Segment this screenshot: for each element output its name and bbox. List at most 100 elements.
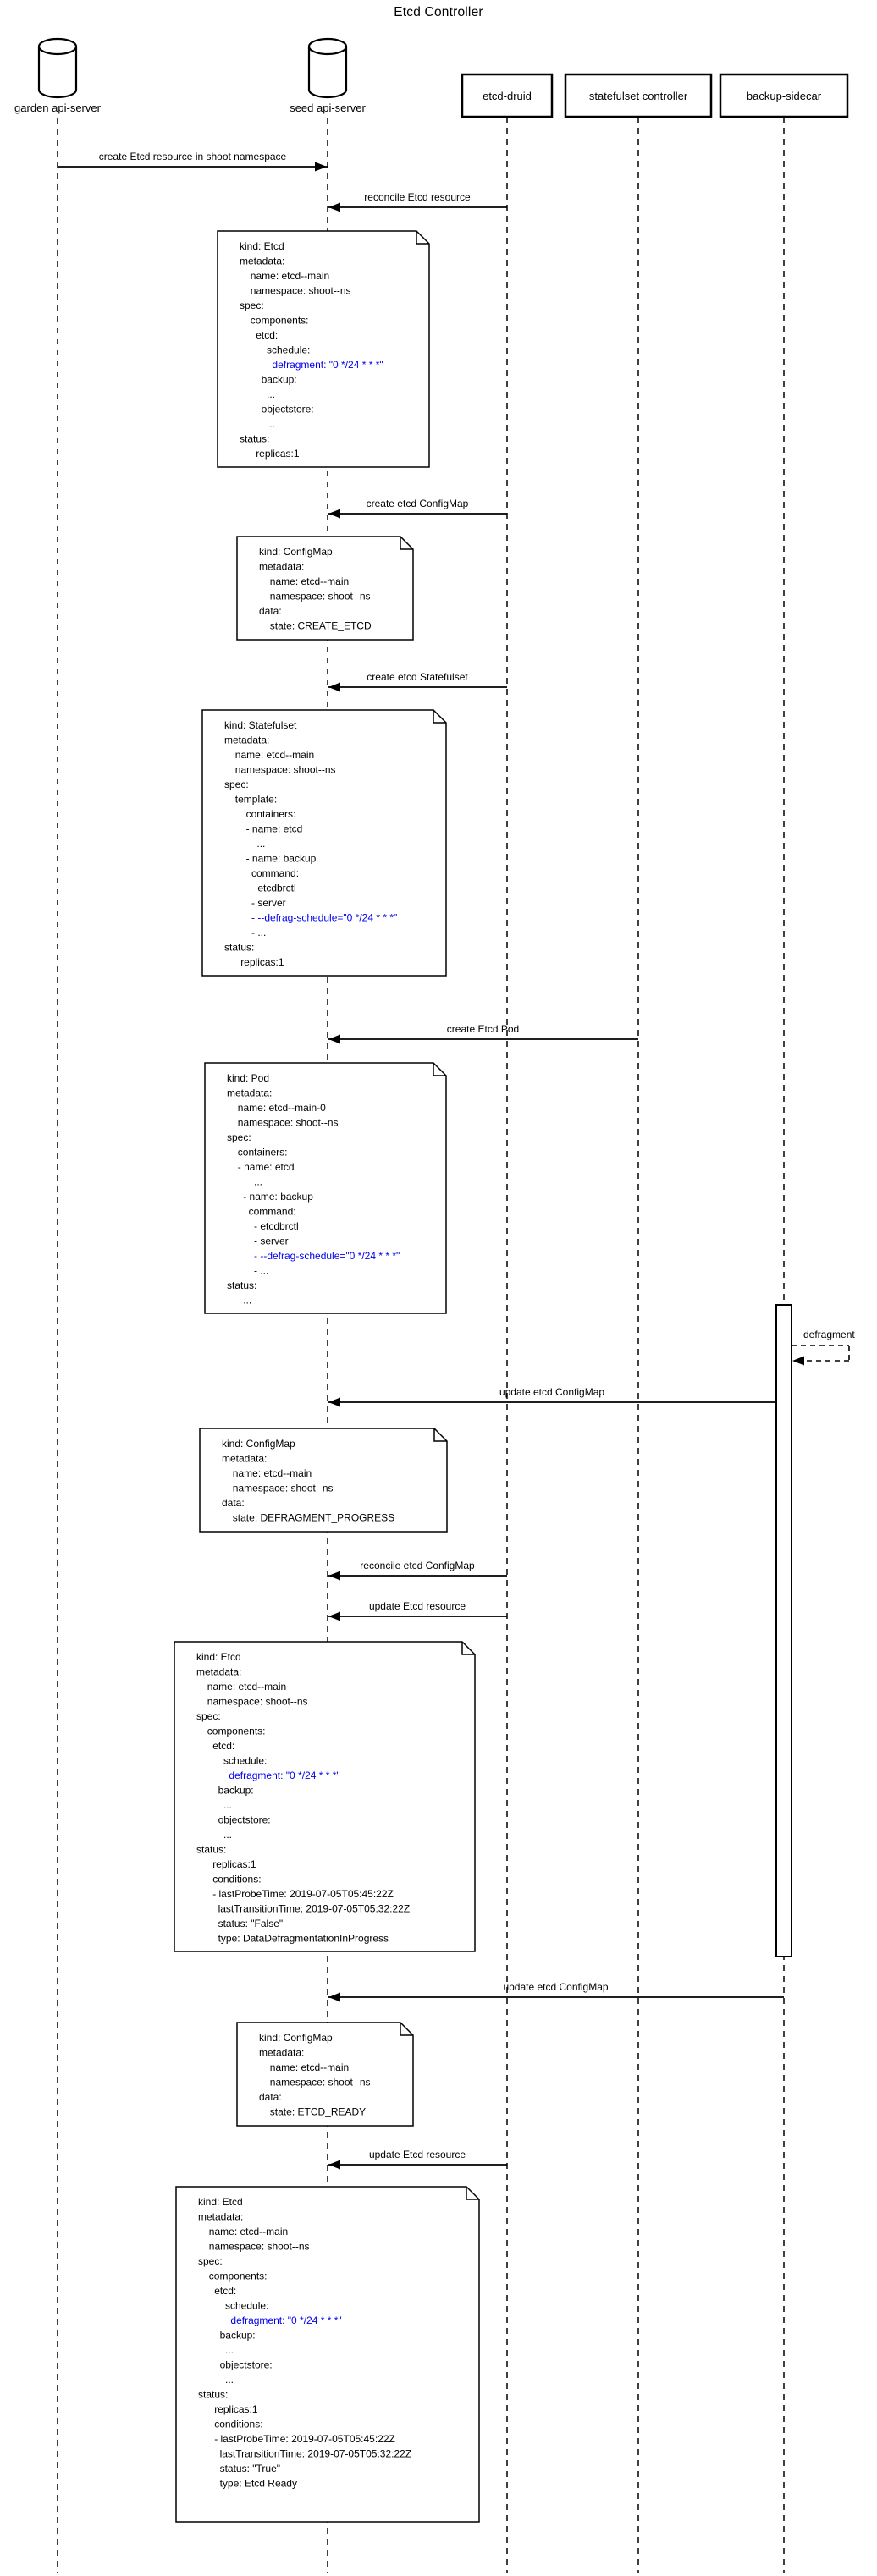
note-text-line: lastTransitionTime: 2019-07-05T05:32:22Z: [218, 1903, 411, 1915]
note-text-line: - name: etcd: [238, 1161, 295, 1173]
arrowhead-icon: [328, 1611, 340, 1621]
note-text-line: namespace: shoot--ns: [270, 2077, 371, 2089]
note-text-line: - server: [251, 897, 286, 909]
note-text-line: kind: Etcd: [240, 240, 284, 252]
message-label: reconcile Etcd resource: [364, 191, 471, 203]
note-text-line: - server: [254, 1236, 289, 1247]
note-text-line: status: "False": [218, 1918, 284, 1929]
note-text-line: containers:: [238, 1147, 288, 1159]
message-reconcile-etcd-configmap: reconcile etcd ConfigMap: [328, 1560, 507, 1581]
note-text-line: metadata:: [222, 1453, 267, 1465]
message-create-etcd-resource: create Etcd resource in shoot namespace: [58, 151, 328, 172]
participant-box: [719, 73, 849, 118]
note-text-line: state: ETCD_READY: [270, 2106, 366, 2118]
arrowhead-icon: [328, 1992, 340, 2002]
note-text-line: kind: Etcd: [198, 2196, 243, 2208]
note-text-line: backup:: [218, 1785, 254, 1797]
message-update-etcd-configmap-2: update etcd ConfigMap: [328, 1981, 784, 2002]
note-text-line: kind: ConfigMap: [259, 2032, 333, 2044]
note-text-line: kind: ConfigMap: [222, 1438, 295, 1450]
note-fold-icon: [400, 537, 413, 550]
note-text-line: metadata:: [196, 1666, 241, 1678]
note-text-line: components:: [251, 315, 309, 327]
note-shape: [199, 1428, 448, 1533]
note-text-line: - name: etcd: [246, 823, 303, 835]
note-text-line: metadata:: [259, 2047, 304, 2059]
note-text-line: namespace: shoot--ns: [270, 591, 371, 603]
note-text-line: status:: [196, 1844, 226, 1856]
note-text-line: etcd:: [212, 1740, 234, 1752]
note-shape: [236, 536, 414, 641]
lifeline-head-seed-api-server: seed api-server: [290, 37, 366, 114]
note-text-line: spec:: [196, 1710, 221, 1722]
note-text-line: namespace: shoot--ns: [207, 1696, 308, 1708]
note-text-line: name: etcd--main-0: [238, 1102, 326, 1114]
lifeline-label: seed api-server: [290, 102, 366, 114]
note-text-line: kind: Etcd: [196, 1651, 241, 1663]
message-label: update etcd ConfigMap: [503, 1981, 608, 1993]
note-text-line: ...: [254, 1176, 262, 1188]
note-text-line: - lastProbeTime: 2019-07-05T05:45:22Z: [212, 1888, 394, 1900]
note-text-line: kind: Pod: [227, 1072, 269, 1084]
message-update-etcd-configmap-1: update etcd ConfigMap: [328, 1386, 776, 1407]
note-shape: [217, 230, 430, 468]
message-create-etcd-configmap: create etcd ConfigMap: [328, 498, 507, 519]
arrowhead-icon: [315, 162, 327, 172]
note-text-line: command:: [251, 867, 299, 879]
lifeline-label: garden api-server: [14, 102, 102, 114]
note-text-line: name: etcd--main: [270, 2061, 349, 2073]
note-text-line: conditions:: [214, 2419, 262, 2430]
note-text-line: ...: [223, 1799, 232, 1811]
note-fold-icon: [400, 2023, 413, 2036]
note-text-line: command:: [249, 1206, 296, 1218]
note-text-line: namespace: shoot--ns: [209, 2241, 310, 2253]
diagram-title: Etcd Controller: [394, 5, 483, 19]
note-text-line: backup:: [220, 2330, 256, 2342]
note-text-line: ...: [267, 388, 275, 400]
activation-bar: [775, 1304, 792, 1957]
message-label: update etcd ConfigMap: [499, 1386, 604, 1398]
note-text-line: replicas:1: [212, 1858, 256, 1870]
message-create-etcd-pod: create Etcd Pod: [328, 1023, 638, 1044]
note-text-line: - etcdbrctl: [254, 1220, 299, 1232]
note-text-line: - ...: [254, 1265, 268, 1277]
note-configmap-etcd-ready: kind: ConfigMap metadata: name: etcd--main…: [236, 2022, 414, 2127]
note-text-line: status:: [224, 942, 254, 954]
note-text-line: spec:: [240, 300, 264, 311]
note-text-line: - --defrag-schedule="0 */24 * * *": [254, 1250, 400, 1262]
note-shape: [204, 1062, 447, 1314]
note-text-line: namespace: shoot--ns: [235, 764, 336, 776]
message-label: reconcile etcd ConfigMap: [360, 1560, 475, 1571]
note-text-line: - lastProbeTime: 2019-07-05T05:45:22Z: [214, 2433, 395, 2445]
note-text-line: data:: [259, 2091, 282, 2103]
note-text-line: conditions:: [212, 1874, 261, 1885]
note-text-line: ...: [256, 838, 265, 850]
lifeline-label: backup-sidecar: [747, 90, 822, 102]
note-text-line: - name: backup: [243, 1191, 313, 1203]
note-text-line: components:: [207, 1726, 266, 1737]
note-text-line: template:: [235, 794, 277, 806]
note-text-line: metadata:: [227, 1087, 272, 1099]
note-text-line: spec:: [198, 2255, 223, 2267]
note-text-line: defragment: "0 */24 * * *": [230, 2315, 341, 2326]
database-icon: [37, 37, 78, 56]
lifeline-head-statefulset-controller: statefulset controller: [564, 73, 713, 118]
note-text-line: namespace: shoot--ns: [251, 285, 351, 297]
arrowhead-icon: [328, 2160, 340, 2170]
note-text-line: ...: [267, 418, 275, 430]
note-fold-icon: [433, 1428, 447, 1442]
note-text-line: name: etcd--main: [209, 2226, 288, 2237]
note-text-line: kind: Statefulset: [224, 719, 297, 731]
note-text-line: objectstore:: [218, 1814, 271, 1826]
note-text-line: name: etcd--main: [270, 575, 349, 587]
message-reconcile-etcd-resource: reconcile Etcd resource: [328, 191, 507, 212]
database-icon: [307, 37, 348, 56]
note-text-line: metadata:: [224, 735, 269, 746]
note-text-line: replicas:1: [214, 2403, 258, 2415]
note-text-line: - --defrag-schedule="0 */24 * * *": [251, 912, 397, 924]
